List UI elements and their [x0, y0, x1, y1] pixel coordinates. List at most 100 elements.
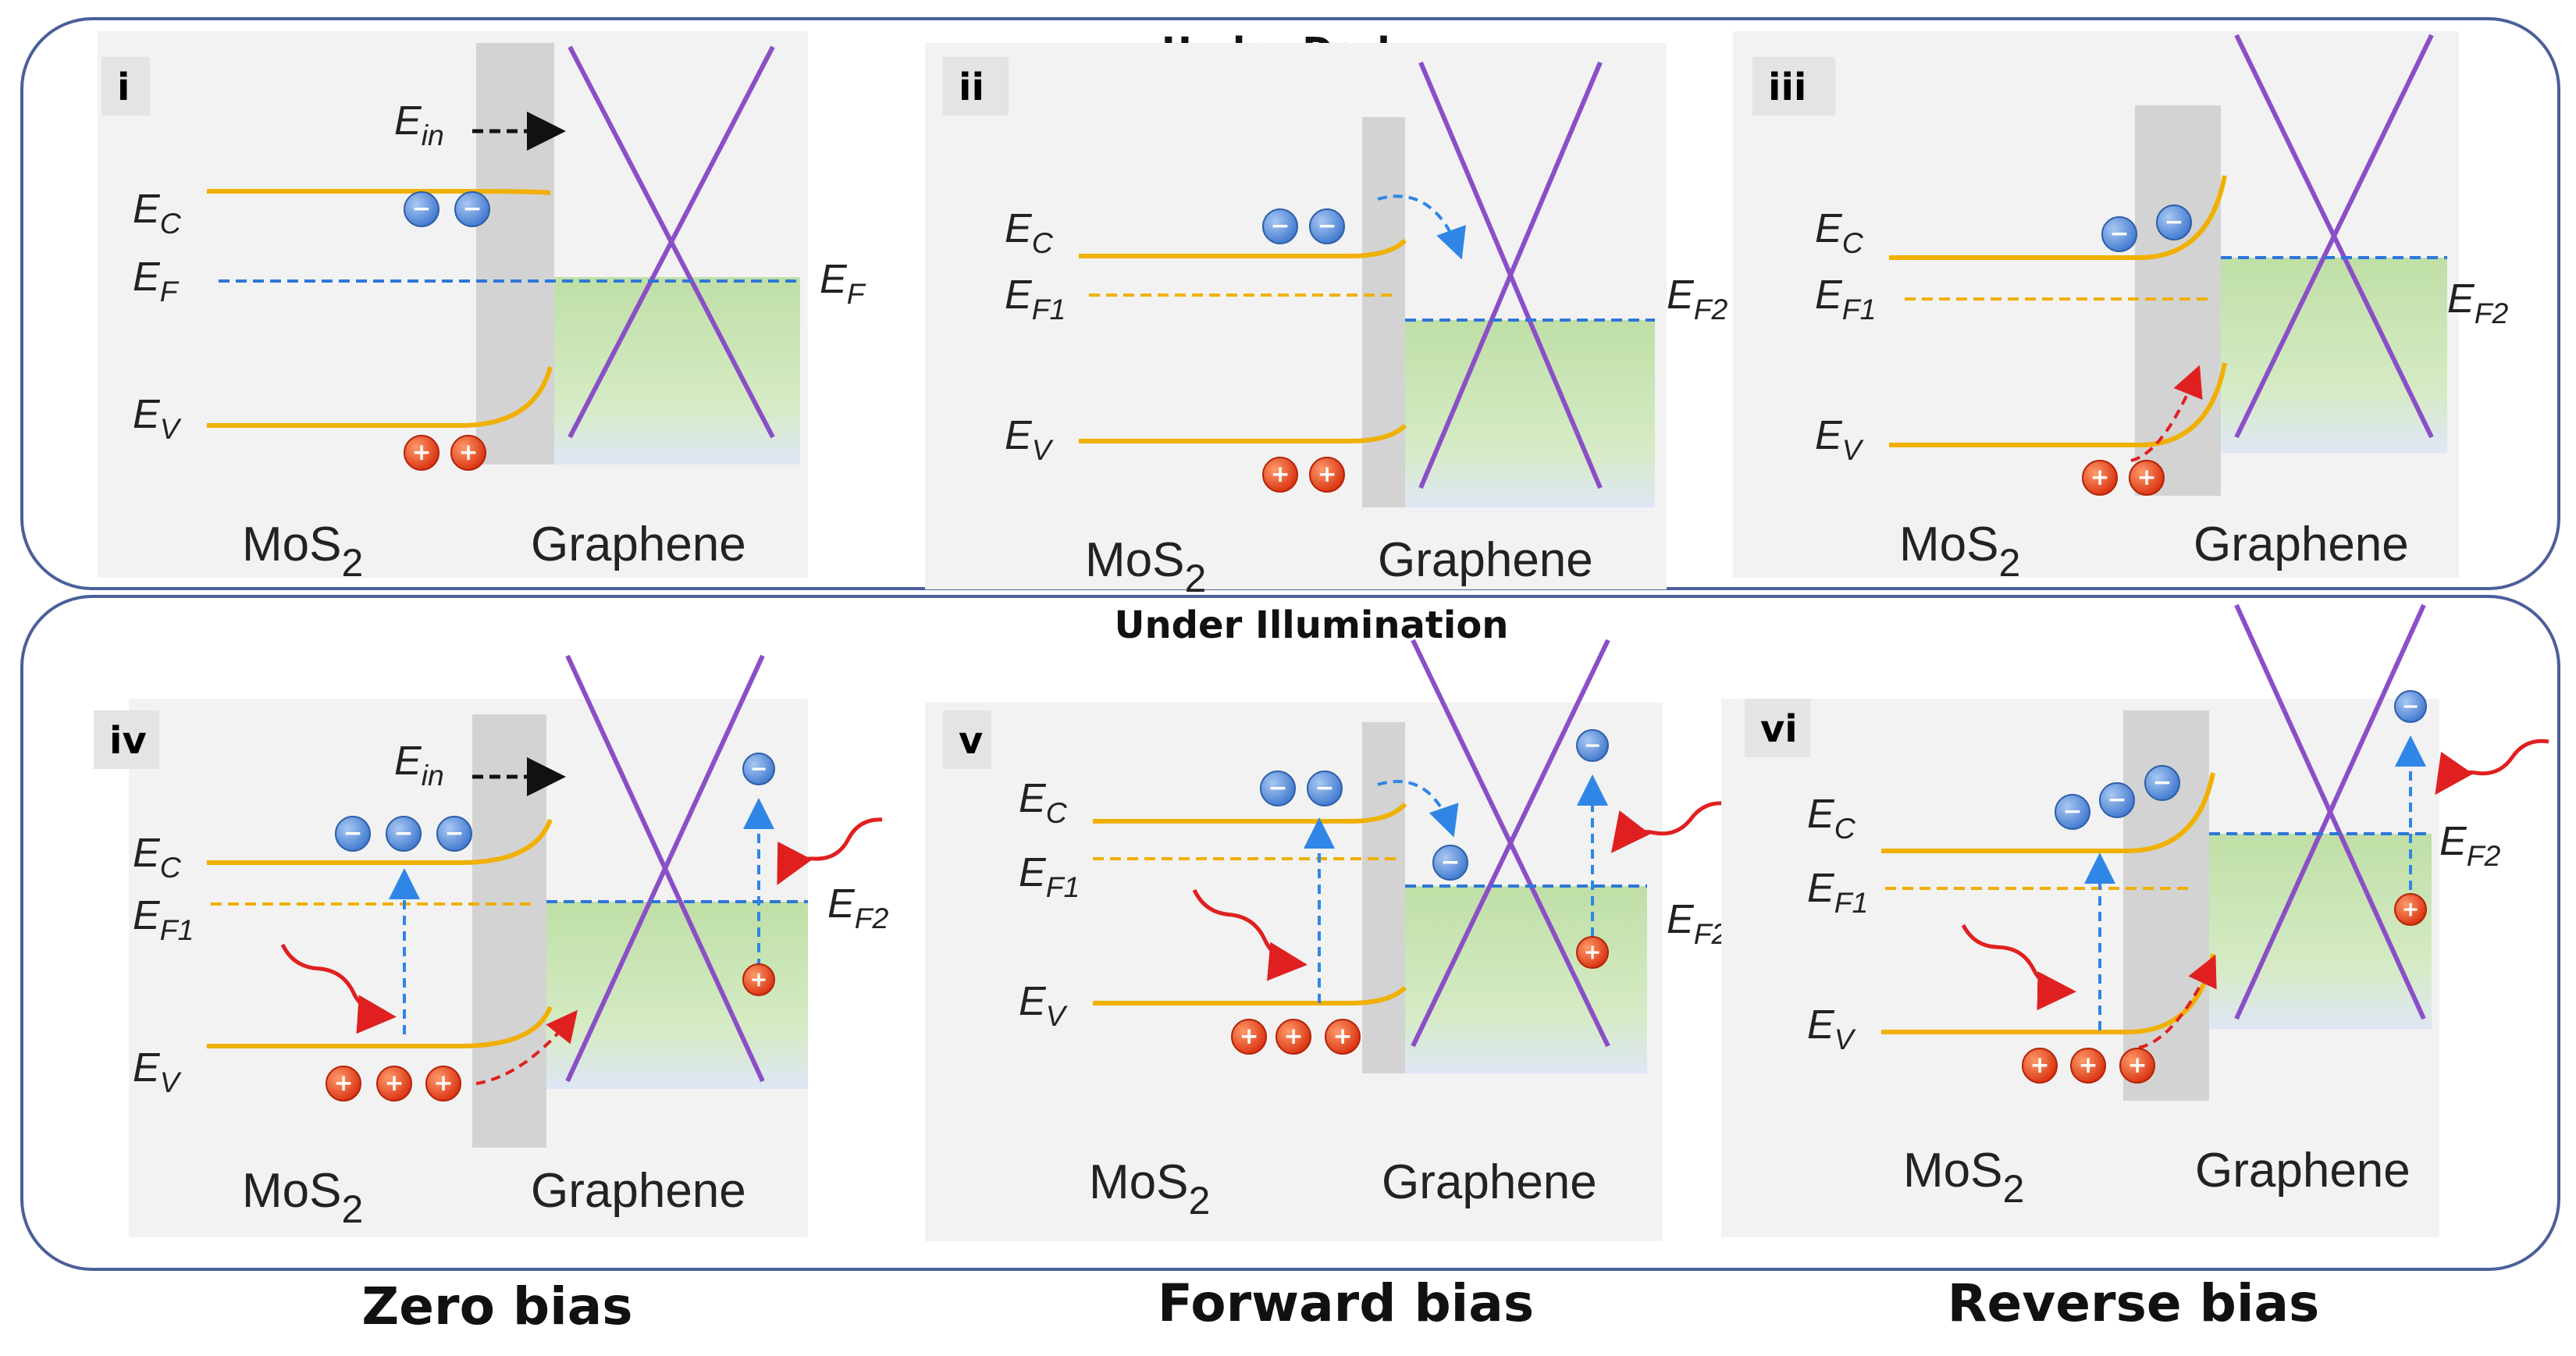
- label-ec: EC: [133, 831, 182, 884]
- label-ein: Ein: [394, 98, 444, 151]
- label-mos2-sub: 2: [2002, 1167, 2024, 1211]
- label-mos2: MoS2: [1089, 1155, 1210, 1223]
- graphene-filled-states: [2209, 834, 2432, 1029]
- label-ec-main: E: [133, 831, 161, 876]
- electron: −: [1262, 208, 1298, 244]
- hole-transfer-arrow: [2130, 365, 2203, 462]
- label-ef-left-sub: F1: [1842, 293, 1877, 326]
- label-ef-left: EF1: [1005, 272, 1066, 326]
- label-ef-left-main: E: [1005, 272, 1033, 318]
- electron: −: [2099, 782, 2135, 818]
- hole-circle: [404, 435, 439, 471]
- label-ef-left: EF1: [1815, 272, 1876, 326]
- hole-circle: [425, 1066, 461, 1102]
- electron-transfer-arrow: [1377, 194, 1466, 260]
- hole-sign: +: [2030, 1052, 2050, 1079]
- electron-circle: [2099, 782, 2135, 818]
- label-ef-left: EF1: [1019, 850, 1080, 903]
- panel-id-box: [943, 57, 1009, 116]
- hole: +: [2082, 460, 2118, 496]
- electron-circle: [1309, 208, 1345, 244]
- label-mos2-main: MoS: [1085, 533, 1184, 587]
- electron: −: [454, 191, 490, 227]
- electron-circle: [1432, 845, 1468, 881]
- label-graphene: Graphene: [1382, 1155, 1597, 1209]
- label-ec-sub: C: [1046, 796, 1068, 829]
- label-ef-right: EF2: [2439, 819, 2501, 872]
- hole: +: [376, 1066, 412, 1102]
- electron-sign: −: [394, 820, 414, 847]
- electron-circle: [2144, 765, 2180, 801]
- electron-circle: [436, 816, 472, 852]
- electron: −: [1576, 729, 1609, 762]
- electron: −: [386, 816, 422, 852]
- electron: −: [1432, 845, 1468, 881]
- label-graphene: Graphene: [2194, 518, 2409, 571]
- label-graphene: Graphene: [1378, 533, 1593, 587]
- panel-id-label: iv: [109, 719, 147, 763]
- label-mos2-main: MoS: [242, 518, 341, 571]
- electron-sign: −: [343, 820, 363, 847]
- hole: +: [1262, 457, 1298, 493]
- label-mos2-sub: 2: [1184, 557, 1206, 600]
- conduction-band: [207, 189, 551, 195]
- panel-id-label: ii: [959, 66, 984, 109]
- hole-circle: [742, 963, 775, 996]
- dirac-cone-line-b: [1418, 61, 1603, 489]
- label-ef-right-main: E: [827, 881, 856, 927]
- dirac-cone-line-b: [2234, 603, 2426, 1020]
- label-ein-main: E: [394, 98, 422, 144]
- label-ef-right-sub: F: [847, 277, 866, 310]
- electron-sign: −: [2110, 220, 2129, 247]
- electron: −: [742, 753, 775, 785]
- label-ec: EC: [1019, 776, 1068, 829]
- hole: +: [450, 435, 486, 471]
- label-ev-main: E: [1005, 413, 1033, 458]
- hole-circle: [2119, 1048, 2155, 1084]
- label-ev-main: E: [133, 1045, 161, 1091]
- label-mos2: MoS2: [1903, 1144, 2024, 1211]
- electron-sign: −: [412, 195, 432, 222]
- hole-circle: [2070, 1048, 2106, 1084]
- panel-id-box: [1745, 699, 1810, 757]
- label-mos2-main: MoS: [1089, 1155, 1188, 1209]
- electron-circle: [335, 816, 371, 852]
- label-ef-left: EF1: [133, 893, 194, 946]
- electron-sign: −: [1271, 212, 1290, 240]
- label-ef-left-main: E: [133, 254, 161, 300]
- label-mos2: MoS2: [1085, 533, 1206, 600]
- hole-sign: +: [434, 1069, 454, 1097]
- dirac-cone-line-b: [2234, 34, 2434, 439]
- graphene-filled-states: [546, 902, 808, 1089]
- electron: −: [335, 816, 371, 852]
- label-ec-sub: C: [1842, 226, 1864, 259]
- electron: −: [1309, 208, 1345, 244]
- electron-circle: [742, 753, 775, 785]
- hole: +: [2129, 460, 2165, 496]
- label-ein-main: E: [394, 739, 422, 784]
- label-ef-right-main: E: [1667, 897, 1695, 942]
- hole: +: [1325, 1019, 1361, 1055]
- hole-sign: +: [750, 967, 768, 991]
- electron: −: [2101, 216, 2137, 252]
- label-ev-sub: V: [1032, 433, 1054, 466]
- hole: +: [425, 1066, 461, 1102]
- label-ef-right: EF2: [2447, 276, 2509, 329]
- label-ev-main: E: [1815, 413, 1843, 458]
- column-label-forward-bias: Forward bias: [1158, 1273, 1534, 1333]
- electron-sign: −: [1441, 849, 1461, 876]
- label-ef-right-main: E: [2439, 819, 2467, 864]
- label-ec-main: E: [133, 187, 161, 232]
- electron-sign: −: [1268, 774, 1288, 802]
- label-mos2-sub: 2: [341, 1187, 363, 1231]
- photon-arrow: [2435, 739, 2549, 795]
- valence-band: [207, 1005, 553, 1048]
- electron-sign: −: [1584, 733, 1602, 757]
- interface-barrier: [1362, 117, 1405, 507]
- label-ev: EV: [1807, 1002, 1856, 1055]
- hole-sign: +: [1318, 461, 1337, 488]
- label-ef-left-sub: F: [160, 275, 180, 308]
- label-graphene: Graphene: [531, 1164, 746, 1218]
